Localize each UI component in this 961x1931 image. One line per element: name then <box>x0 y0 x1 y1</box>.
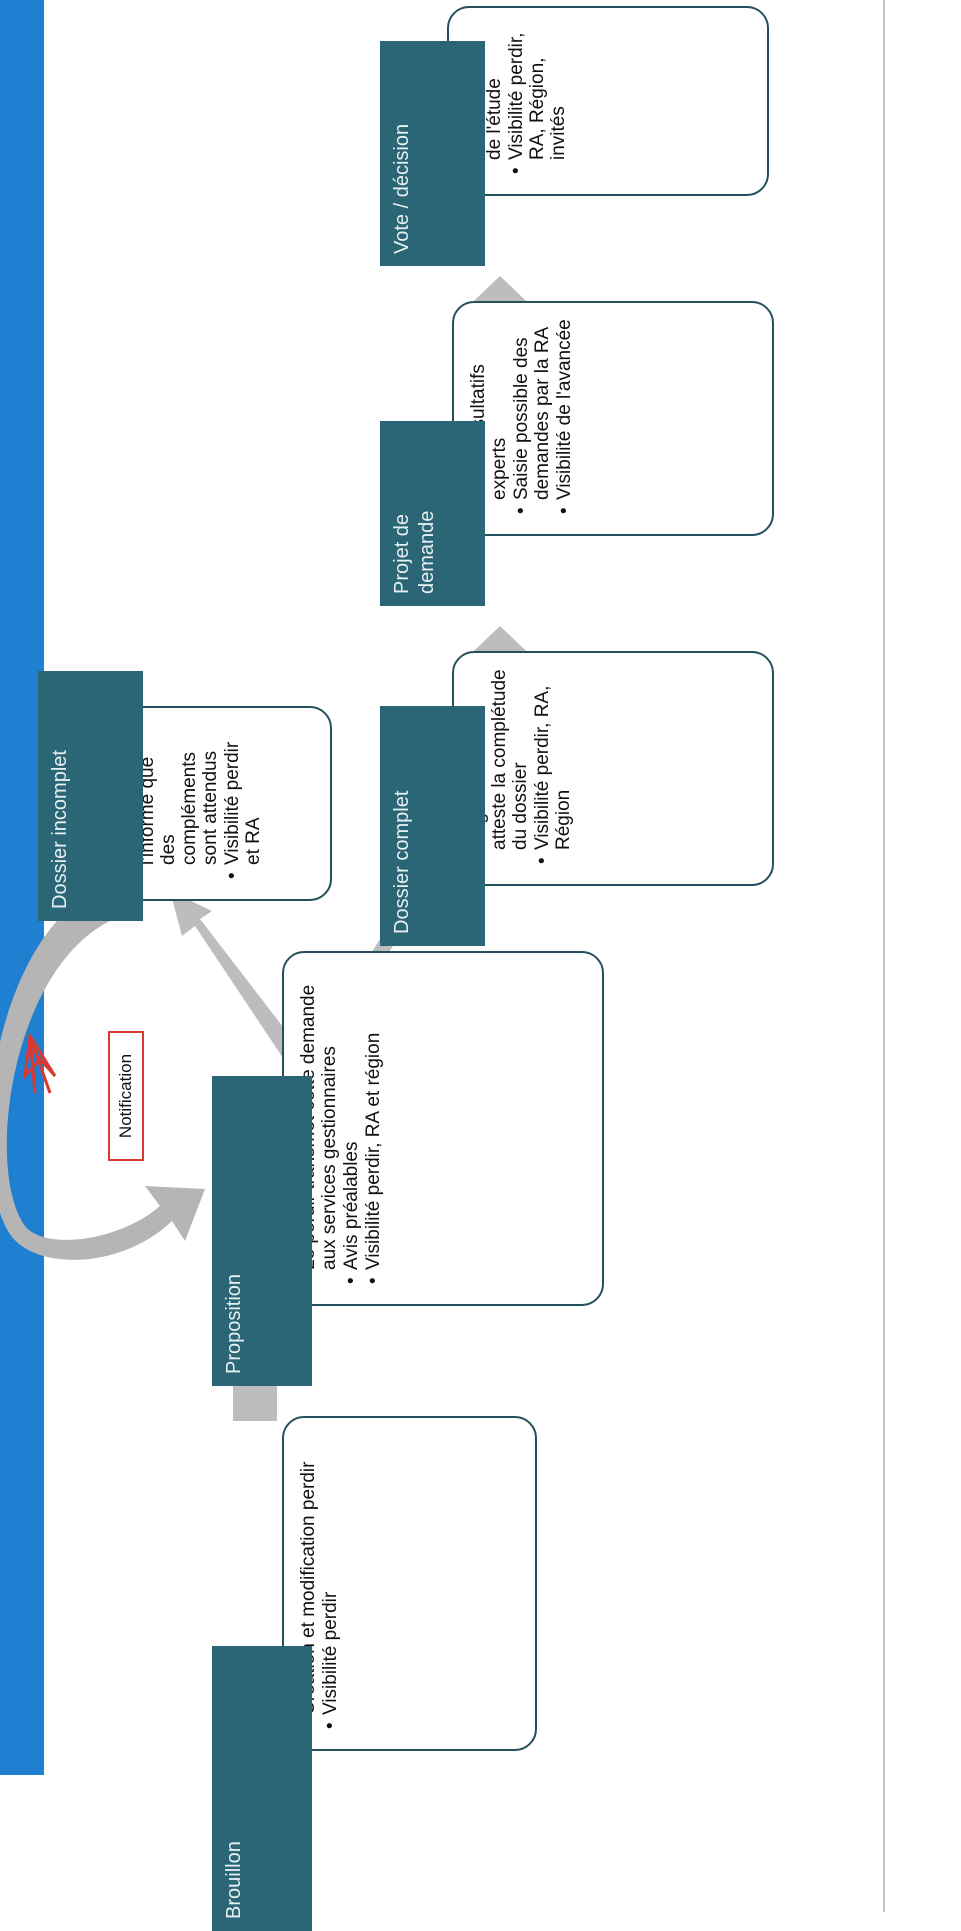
side-band <box>0 0 44 1775</box>
stage-label: Proposition <box>223 1273 245 1374</box>
stage-label: Projet de demande <box>391 510 438 594</box>
stage-label: Dossier incomplet <box>49 750 71 909</box>
bullet: Visibilité perdir <box>320 1434 341 1715</box>
stage-projet-demande: Projet de demande <box>380 421 485 606</box>
bullet: Visibilité perdir, RA, Région <box>532 669 574 850</box>
stage-dossier-incomplet: Dossier incomplet <box>38 671 143 921</box>
bullet: Visibilité de l'avancée <box>554 319 575 500</box>
card-vote-decision: Résultat final de l'étude Visibilité per… <box>447 6 769 196</box>
bullet: Visibilité perdir, RA, Région, invités <box>506 24 569 160</box>
arrow-incomplet-back-to-proposition <box>0 891 205 1260</box>
bullet: Avis préalables <box>341 969 362 1270</box>
arrow-proposition-to-incomplet <box>170 891 300 1061</box>
stage-dossier-complet: Dossier complet <box>380 706 485 946</box>
card-brouillon: Création et modification perdir Visibili… <box>282 1416 537 1751</box>
card-dossier-complet: Le gestionnaire atteste la complétude du… <box>452 651 774 886</box>
stage-vote-decision: Vote / décision <box>380 41 485 266</box>
stage-label: Brouillon <box>223 1841 245 1919</box>
stage-proposition: Proposition <box>212 1076 312 1386</box>
notification-arrow-icon <box>22 1031 57 1094</box>
notification-label: Notification <box>108 1031 144 1161</box>
card-proposition: Le perdir transmet cette demande aux ser… <box>282 951 604 1306</box>
stage-brouillon: Brouillon <box>212 1646 312 1931</box>
stage-label: Dossier complet <box>391 790 413 934</box>
card-projet-demande: Avis consultatifs experts Saisie possibl… <box>452 301 774 536</box>
bullet: Saisie possible des demandes par la RA <box>511 319 553 500</box>
bullet: Visibilité perdir et RA <box>222 724 264 865</box>
baseline-rule <box>883 0 885 1912</box>
stage-label: Vote / décision <box>391 123 413 254</box>
bullet: Visibilité perdir, RA et région <box>363 969 384 1270</box>
